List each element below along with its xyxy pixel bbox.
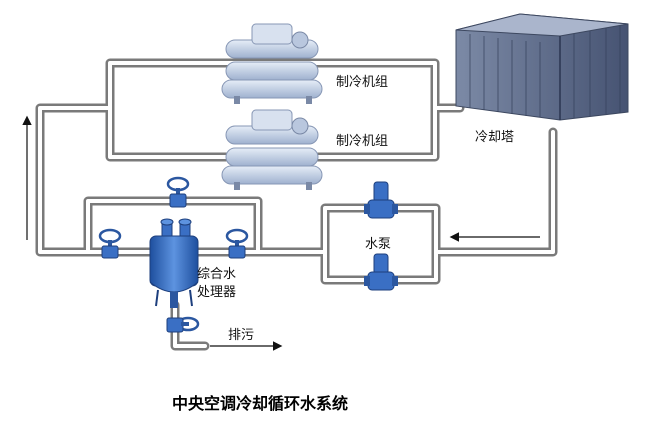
valve-right — [225, 228, 249, 259]
pump-label: 水泵 — [365, 237, 391, 252]
treatment-label-line2: 处理器 — [197, 285, 236, 300]
water-treatment-unit — [149, 218, 199, 308]
diagram-title: 中央空调冷却循环水系统 — [172, 394, 348, 413]
valve-top-bypass — [166, 176, 190, 208]
pump-upper — [364, 181, 398, 219]
chiller-icon — [221, 23, 323, 104]
valve-handwheel-icon — [225, 228, 249, 259]
chiller-bottom-label: 制冷机组 — [336, 134, 388, 149]
water-pump-icon — [364, 253, 398, 291]
chiller-bottom — [221, 109, 323, 190]
cooling-tower-icon — [455, 13, 629, 121]
treatment-label-line1: 综合水 — [197, 267, 236, 282]
chiller-icon — [221, 109, 323, 190]
chiller-top — [221, 23, 323, 104]
pipe-network — [35, 58, 558, 351]
valve-handwheel-icon — [98, 228, 122, 259]
chiller-top-label: 制冷机组 — [336, 75, 388, 90]
water-pump-icon — [364, 181, 398, 219]
valve-handwheel-icon — [166, 176, 190, 208]
valve-left — [98, 228, 122, 259]
cooling-tower-label: 冷却塔 — [475, 130, 514, 145]
valve-drain — [166, 316, 200, 333]
pump-lower — [364, 253, 398, 291]
valve-handwheel-icon — [166, 316, 200, 333]
flow-arrows — [22, 115, 540, 351]
water-treatment-icon — [149, 218, 199, 308]
drain-label: 排污 — [228, 328, 254, 343]
cooling-tower — [455, 13, 629, 121]
